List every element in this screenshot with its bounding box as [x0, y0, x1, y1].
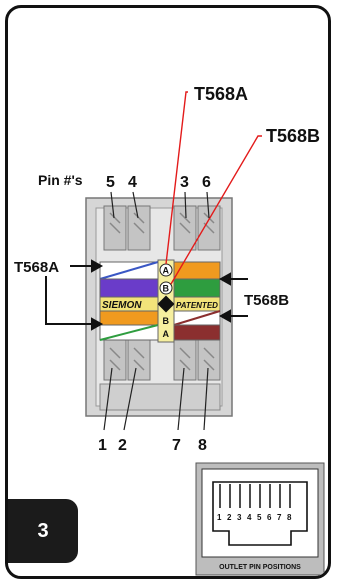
marker-a-top: A — [163, 266, 170, 276]
top-pin-6: 6 — [202, 174, 211, 191]
outlet-pin-4: 4 — [247, 513, 252, 522]
outlet-inset — [195, 462, 325, 576]
pins-title: Pin #'s — [38, 172, 83, 188]
top-idc-slots — [103, 205, 221, 251]
bottom-color-code — [99, 310, 221, 341]
siemon-label: SIEMON — [102, 300, 142, 311]
t568b-side-arrows — [218, 272, 248, 323]
bottom-pin-leaders — [103, 367, 209, 431]
bottom-pin-1: 1 — [98, 437, 107, 454]
outlet-pin-2: 2 — [227, 513, 232, 522]
center-markers — [157, 259, 175, 343]
t568a-top-label: T568A — [194, 84, 248, 104]
marker-a-bottom: A — [163, 329, 170, 339]
bottom-pin-2: 2 — [118, 437, 127, 454]
bottom-pin-7: 7 — [172, 437, 181, 454]
t568b-side-label: T568B — [244, 292, 289, 309]
diagram-card: SIEMON PATENTED A B B A T56 — [5, 5, 331, 579]
t568a-side-label: T568A — [14, 259, 59, 276]
outlet-pin-8: 8 — [287, 513, 292, 522]
jack-diagram: SIEMON PATENTED A B B A T56 — [14, 84, 325, 576]
outlet-caption: OUTLET PIN POSITIONS — [219, 564, 301, 571]
patented-label: PATENTED — [176, 301, 218, 310]
outlet-pin-7: 7 — [277, 513, 282, 522]
t568a-side-arrows — [45, 259, 104, 331]
top-pin-3: 3 — [180, 174, 189, 191]
outlet-pin-3: 3 — [237, 513, 242, 522]
red-callouts — [165, 91, 262, 285]
marker-b-bottom: B — [163, 316, 170, 326]
top-pin-5: 5 — [106, 174, 115, 191]
bottom-pin-8: 8 — [198, 437, 207, 454]
top-pin-leaders — [110, 191, 210, 219]
outlet-pin-1: 1 — [217, 513, 222, 522]
step-number-badge: 3 — [8, 499, 78, 563]
t568b-top-label: T568B — [266, 126, 320, 146]
outlet-pin-5: 5 — [257, 513, 262, 522]
marker-b-top: B — [163, 284, 170, 294]
bottom-idc-slots — [103, 339, 221, 381]
outlet-pin-6: 6 — [267, 513, 272, 522]
top-pin-4: 4 — [128, 174, 137, 191]
jack-base — [99, 383, 221, 411]
